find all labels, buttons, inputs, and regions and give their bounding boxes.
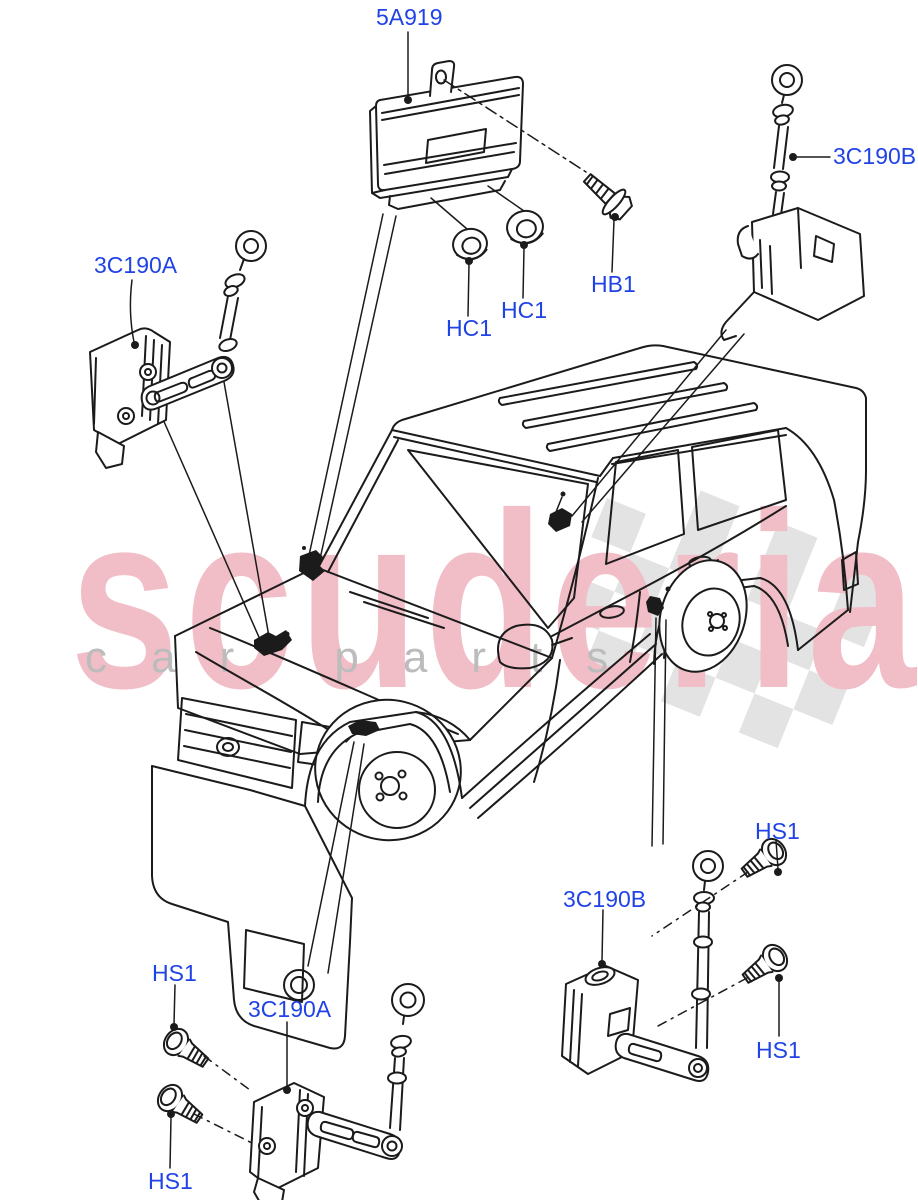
height-sensor-front-upper-drawing	[89, 230, 267, 469]
callout-front-screw-lower[interactable]: HS1	[148, 1168, 193, 1194]
callout-grommet-right[interactable]: HC1	[501, 297, 548, 323]
suspension-control-module-drawing	[369, 60, 587, 210]
callout-grommet-left[interactable]: HC1	[446, 315, 493, 341]
callout-sensor-rear-lower[interactable]: 3C190B	[563, 886, 647, 912]
callout-rear-screw-lower[interactable]: HS1	[756, 1037, 801, 1063]
bolt-drawing	[582, 173, 633, 221]
callout-sensor-front-lower[interactable]: 3C190A	[248, 996, 332, 1022]
watermark-tagline: car parts	[85, 633, 652, 682]
leader-lines	[157, 213, 745, 974]
callout-lines	[129, 31, 831, 1169]
height-sensor-rear-lower-drawing	[561, 837, 789, 1082]
height-sensor-rear-upper-drawing	[720, 64, 865, 341]
callout-sensor-front-upper[interactable]: 3C190A	[94, 252, 178, 278]
watermark-brand: scuderia	[70, 461, 918, 741]
vehicle-drawing	[151, 344, 867, 1050]
callout-rear-screw-upper[interactable]: HS1	[755, 818, 800, 844]
height-sensor-front-lower-drawing	[156, 983, 425, 1200]
callout-front-screw-upper[interactable]: HS1	[152, 960, 197, 986]
sensor-location-markers	[254, 491, 671, 743]
callout-module-bolt[interactable]: HB1	[591, 271, 636, 297]
callout-control-module[interactable]: 5A919	[376, 4, 443, 30]
callout-sensor-rear-upper[interactable]: 3C190B	[833, 143, 917, 169]
grommet-drawings	[430, 185, 544, 261]
